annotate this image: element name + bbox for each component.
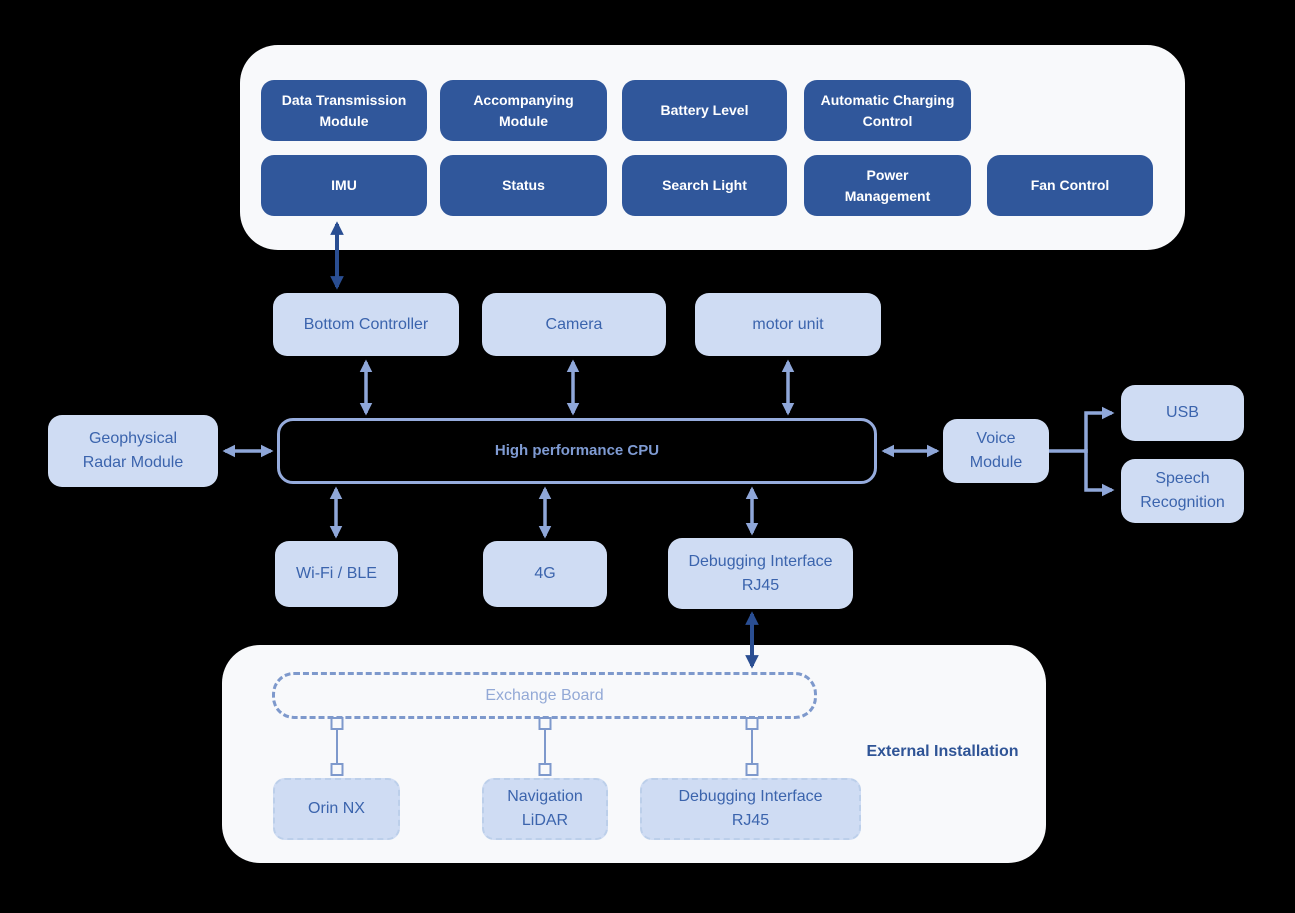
box-battery-level: Battery Level (622, 80, 787, 141)
box-debugging-interface-rj45: Debugging Interface RJ45 (668, 538, 853, 609)
box-orin-nx: Orin NX (273, 778, 400, 840)
box-exchange-board: Exchange Board (272, 672, 817, 719)
box-usb: USB (1121, 385, 1244, 441)
box-fan-control: Fan Control (987, 155, 1153, 216)
box-voice-module: Voice Module (943, 419, 1049, 483)
box-data-transmission-module: Data Transmission Module (261, 80, 427, 141)
box-speech-recognition: Speech Recognition (1121, 459, 1244, 523)
arrow-voice-usb (1084, 406, 1115, 453)
box-status: Status (440, 155, 607, 216)
onboard-functions-panel (240, 45, 1185, 250)
box-motor-unit: motor unit (695, 293, 881, 356)
arrow-voice-speech-recognition (1084, 449, 1115, 497)
box-external-debugging-interface-rj45: Debugging Interface RJ45 (640, 778, 861, 840)
box-bottom-controller: Bottom Controller (273, 293, 459, 356)
box-4g: 4G (483, 541, 607, 607)
box-imu: IMU (261, 155, 427, 216)
box-high-performance-cpu: High performance CPU (277, 418, 877, 484)
box-search-light: Search Light (622, 155, 787, 216)
box-accompanying-module: Accompanying Module (440, 80, 607, 141)
external-installation-label: External Installation (866, 743, 1019, 760)
box-navigation-lidar: Navigation LiDAR (482, 778, 608, 840)
box-power-management: Power Management (804, 155, 971, 216)
box-automatic-charging-control: Automatic Charging Control (804, 80, 971, 141)
box-camera: Camera (482, 293, 666, 356)
box-wifi-ble: Wi-Fi / BLE (275, 541, 398, 607)
box-geophysical-radar-module: Geophysical Radar Module (48, 415, 218, 487)
